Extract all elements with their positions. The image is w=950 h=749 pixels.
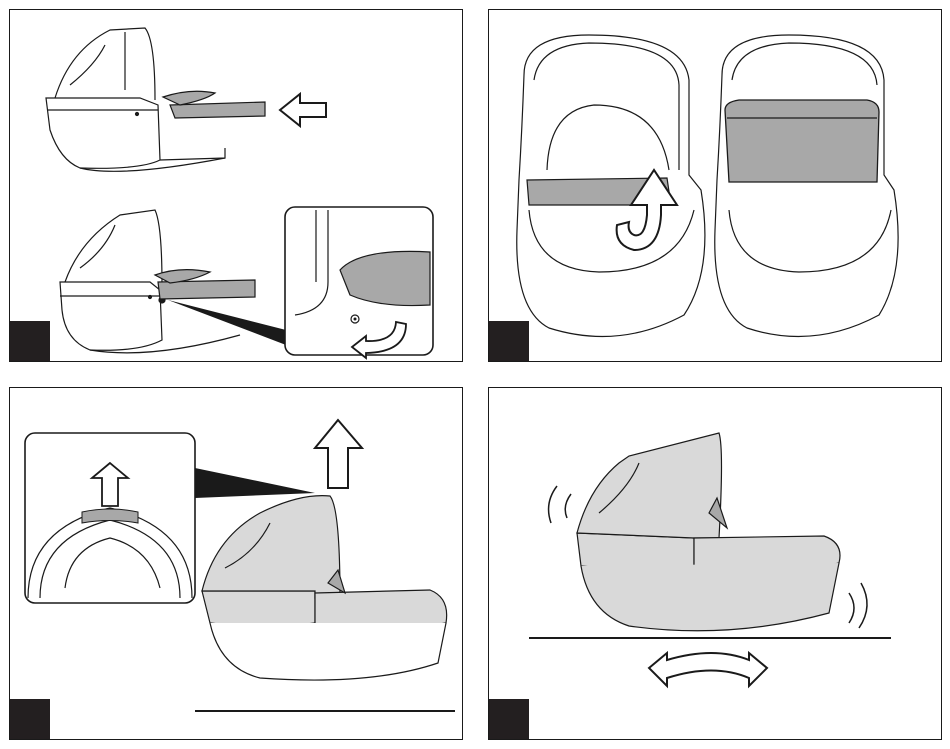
callout-wedge	[195, 468, 315, 498]
step-number-box	[489, 321, 529, 361]
carrycot-side-rocking	[577, 433, 840, 631]
lift-carrycot-illustration	[10, 388, 463, 740]
motion-lines-right	[849, 583, 867, 628]
apron-top	[163, 91, 265, 118]
motion-lines-left	[549, 486, 571, 523]
step-panel-3	[9, 387, 463, 740]
step-panel-1	[9, 9, 463, 362]
apron-bottom	[155, 270, 255, 299]
lift-up-arrow-icon	[315, 420, 362, 488]
attach-apron-illustration	[10, 10, 463, 362]
arrow-left-icon	[280, 94, 326, 126]
carrycot-front-right	[715, 35, 898, 336]
zoom-inset	[285, 207, 433, 358]
step-number-box	[10, 321, 50, 361]
step-panel-4	[488, 387, 942, 740]
rock-arrow-icon	[649, 653, 767, 686]
apron-folded	[725, 100, 879, 182]
step-number-box	[489, 699, 529, 739]
carrycot-side-lifted	[202, 496, 447, 680]
rocking-carrycot-illustration	[489, 388, 942, 740]
step-number-box	[10, 699, 50, 739]
fold-apron-illustration	[489, 10, 942, 362]
handle-inset	[25, 433, 195, 603]
step-panel-2	[488, 9, 942, 362]
